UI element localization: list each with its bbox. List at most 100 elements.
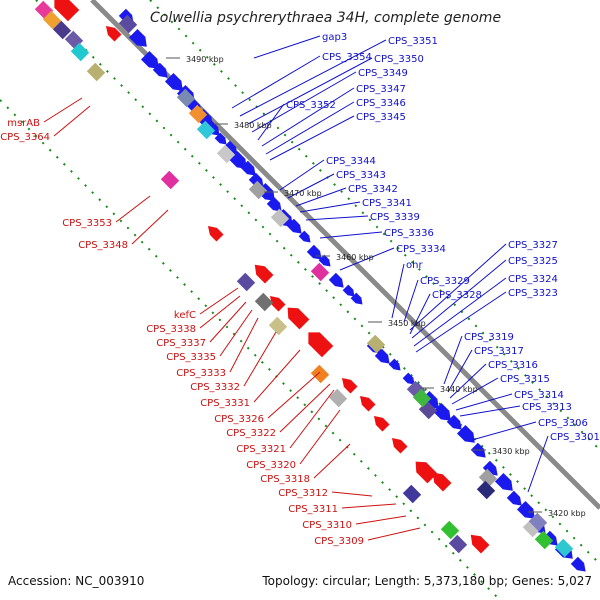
- feature-block-27: [522, 518, 542, 538]
- forward-leader-8: [269, 115, 355, 161]
- forward-leader-20: [413, 277, 507, 347]
- forward-gene-2: [140, 50, 159, 69]
- forward-leader-18: [411, 259, 507, 339]
- forward-gene-27-shape: [402, 372, 415, 385]
- accession-text: Accession: NC_003910: [8, 574, 145, 588]
- forward-gene-17-shape: [286, 218, 302, 234]
- reverse-gene-10-shape: [391, 437, 408, 454]
- scale-tick-label-3: 3460 kbp: [336, 253, 374, 262]
- feature-block-24: [448, 534, 468, 554]
- forward-gene-23-shape: [350, 292, 363, 305]
- forward-gene-15-shape: [266, 196, 282, 212]
- reverse-gene-label-15: CPS_3318: [260, 474, 310, 485]
- feature-block-13-shape: [254, 292, 274, 312]
- forward-gene-31-shape: [446, 414, 462, 430]
- feature-block-32: [118, 14, 138, 34]
- feature-block-18-shape: [366, 334, 386, 354]
- forward-gene-label-16: ohr: [406, 260, 423, 271]
- reverse-gene-6-shape: [308, 332, 334, 358]
- forward-gene-label-13: CPS_3339: [370, 212, 420, 223]
- forward-gene-label-0: gap3: [322, 32, 347, 43]
- forward-gene-10-shape: [222, 140, 238, 156]
- feature-block-5-shape: [86, 62, 106, 82]
- forward-gene-label-4: CPS_3349: [358, 68, 408, 79]
- reverse-gene-label-0: msrAB: [7, 118, 40, 129]
- feature-block-15-shape: [310, 262, 330, 282]
- forward-leader-22: [415, 291, 507, 353]
- reverse-gene-label-10: CPS_3331: [200, 398, 250, 409]
- forward-leader-3: [247, 57, 373, 125]
- forward-gene-26: [388, 358, 401, 371]
- forward-leader-12: [299, 201, 361, 213]
- reverse-leader-8: [229, 317, 259, 373]
- reverse-gene-3: [254, 264, 274, 284]
- forward-gene-label-25: CPS_3316: [488, 360, 538, 371]
- forward-gene-25: [374, 348, 390, 364]
- forward-leader-4: [251, 71, 357, 133]
- forward-leader-15: [339, 247, 395, 271]
- forward-gene-label-22: CPS_3323: [508, 288, 558, 299]
- forward-gene-label-15: CPS_3334: [396, 244, 446, 255]
- reverse-leader-0: [43, 97, 83, 123]
- reverse-leader-17: [341, 503, 397, 509]
- feature-block-22-shape: [402, 484, 422, 504]
- feature-block-1-shape: [42, 10, 62, 30]
- feature-block-30: [554, 538, 574, 558]
- reverse-leader-6: [209, 301, 247, 343]
- forward-gene-label-17: CPS_3327: [508, 240, 558, 251]
- feature-block-9: [216, 144, 236, 164]
- forward-gene-label-28: CPS_3313: [522, 402, 572, 413]
- forward-gene-12-shape: [240, 160, 256, 176]
- reverse-leader-5: [199, 295, 241, 329]
- forward-gene-label-23: CPS_3319: [464, 332, 514, 343]
- forward-leader-9: [279, 159, 325, 191]
- forward-gene-18: [298, 230, 311, 243]
- reverse-gene-12-shape: [432, 472, 452, 492]
- reverse-gene-1: [105, 25, 122, 42]
- forward-gene-label-29: CPS_3306: [538, 418, 588, 429]
- reverse-gene-0: [54, 0, 80, 22]
- forward-gene-label-8: CPS_3345: [356, 112, 406, 123]
- forward-gene-label-1: CPS_3354: [322, 52, 372, 63]
- feature-block-26-shape: [476, 480, 496, 500]
- feature-block-28-shape: [534, 530, 554, 550]
- forward-gene-41-shape: [570, 556, 586, 572]
- feature-block-15: [310, 262, 330, 282]
- forward-gene-4-shape: [164, 72, 183, 91]
- forward-gene-label-3: CPS_3350: [374, 54, 424, 65]
- feature-block-16-shape: [310, 364, 330, 384]
- forward-gene-10: [222, 140, 238, 156]
- forward-gene-label-5: CPS_3352: [286, 100, 336, 111]
- reverse-gene-4: [269, 295, 286, 312]
- feature-block-25: [478, 468, 498, 488]
- forward-gene-37: [516, 500, 535, 519]
- forward-gene-20-shape: [318, 254, 331, 267]
- feature-block-31-shape: [160, 170, 180, 190]
- map-title: Colwellia psychrerythraea 34H, complete …: [150, 10, 502, 26]
- reverse-leader-15: [313, 443, 351, 479]
- reverse-gene-label-8: CPS_3333: [176, 368, 226, 379]
- reverse-gene-label-16: CPS_3312: [278, 488, 328, 499]
- feature-block-17-shape: [328, 388, 348, 408]
- forward-leader-5: [257, 103, 285, 141]
- forward-gene-label-30: CPS_3301: [550, 432, 600, 443]
- forward-leader-0: [253, 35, 321, 59]
- reverse-gene-label-3: CPS_3348: [78, 240, 128, 251]
- reverse-gene-4-shape: [269, 295, 286, 312]
- reverse-leader-16: [331, 491, 373, 497]
- feature-block-21: [412, 388, 432, 408]
- feature-block-30-shape: [554, 538, 574, 558]
- forward-gene-9: [214, 132, 227, 145]
- feature-block-12: [236, 272, 256, 292]
- forward-gene-15: [266, 196, 282, 212]
- reverse-gene-label-6: CPS_3337: [156, 338, 206, 349]
- forward-leader-14: [319, 231, 383, 239]
- reverse-leader-14: [299, 409, 341, 465]
- forward-gene-12: [240, 160, 256, 176]
- forward-leader-24: [447, 349, 473, 393]
- forward-leader-28: [459, 405, 521, 417]
- forward-leader-7: [265, 101, 355, 155]
- feature-block-27-shape: [522, 518, 542, 538]
- reverse-gene-10: [391, 437, 408, 454]
